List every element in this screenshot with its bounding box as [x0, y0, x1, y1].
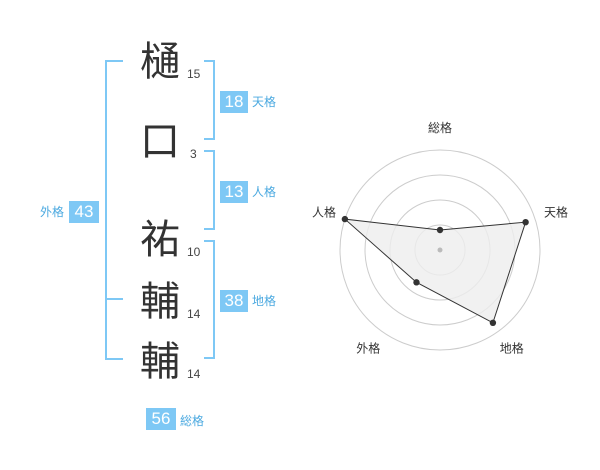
soukaku-badge: 56: [146, 408, 176, 430]
radar-axis-label-1: 総格: [428, 120, 452, 135]
name-char-3: 祐: [140, 217, 180, 263]
soukaku-label: 総格: [180, 414, 205, 428]
radar-axis-label-2: 天格: [544, 204, 568, 219]
chikaku-bracket: [204, 240, 215, 359]
chikaku-label: 地格: [252, 294, 277, 308]
name-char-1: 樋: [140, 39, 180, 85]
radar-axis-label-4: 外格: [356, 341, 380, 356]
radar-point-2: [522, 218, 529, 226]
gaikaku-bracket-tick: [105, 298, 123, 300]
gaikaku-label: 外格: [40, 205, 65, 219]
radar-point-5: [341, 215, 349, 223]
stroke-count-2: 3: [190, 147, 197, 161]
radar-point-3: [489, 319, 497, 327]
jinkaku-bracket: [204, 150, 215, 230]
name-char-2: 口: [140, 119, 180, 165]
gaikaku-badge: 43: [69, 201, 99, 223]
tenkaku-label: 天格: [252, 95, 277, 109]
radar-center-point: [437, 247, 443, 253]
chikaku-badge: 38: [220, 290, 248, 312]
radar-ring-4: [339, 149, 541, 351]
radar-point-1: [436, 226, 444, 234]
tenkaku-bracket: [204, 60, 215, 140]
name-char-4: 輔: [140, 279, 180, 325]
radar-axis-label-5: 人格: [312, 204, 336, 219]
stroke-count-3: 10: [187, 245, 201, 259]
stroke-count-5: 14: [187, 367, 201, 381]
radar-series-polygon: [343, 218, 527, 324]
jinkaku-label: 人格: [252, 185, 277, 199]
stroke-count-1: 15: [187, 67, 201, 81]
name-char-5: 輔: [140, 339, 180, 385]
gaikaku-bracket: [105, 60, 123, 360]
stroke-count-4: 14: [187, 307, 201, 321]
radar-axis-label-3: 地格: [500, 341, 524, 356]
radar-point-4: [413, 279, 420, 286]
tenkaku-badge: 18: [220, 91, 248, 113]
jinkaku-badge: 13: [220, 181, 248, 203]
